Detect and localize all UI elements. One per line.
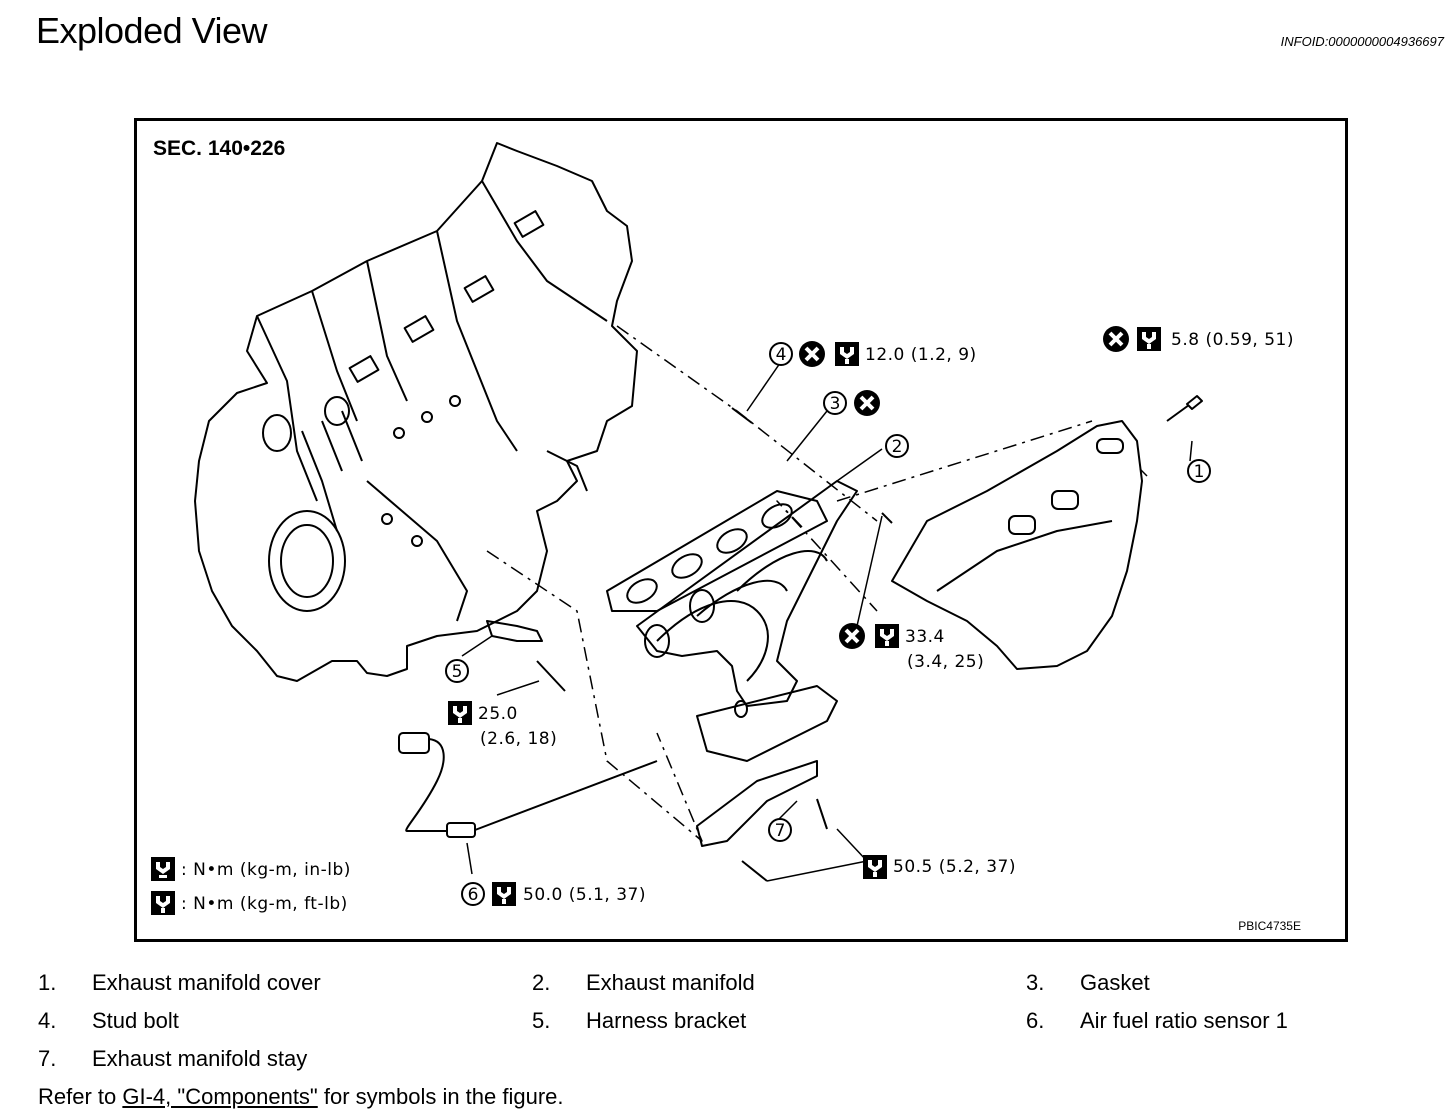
part-name: Exhaust manifold stay	[92, 1046, 308, 1071]
callout-3-text: 3	[830, 394, 841, 414]
callout-5-text: 5	[452, 662, 463, 682]
torque-icon	[492, 882, 516, 906]
torque-cover-bolt: 5.8 (0.59, 51)	[1171, 330, 1294, 350]
callout-7: 7	[768, 818, 792, 842]
figure-code: PBIC4735E	[1238, 919, 1301, 933]
refer-prefix: Refer to	[38, 1084, 123, 1109]
part-num: 5.	[532, 1008, 551, 1033]
callout-4-text: 4	[776, 345, 787, 365]
part-num: 4.	[38, 1008, 57, 1033]
torque-ft-lb-icon	[151, 891, 175, 915]
manifold-stay-drawing	[696, 760, 818, 847]
torque-harness-line2: (2.6, 18)	[480, 729, 558, 749]
gasket-drawing	[606, 490, 828, 612]
part-name: Stud bolt	[92, 1008, 179, 1033]
callout-3: 3	[823, 391, 847, 415]
part-num: 3.	[1026, 970, 1045, 995]
part-name: Exhaust manifold cover	[92, 970, 321, 995]
torque-nut-line1: 33.4	[905, 627, 945, 647]
page-title: Exploded View	[36, 10, 268, 51]
part-num: 2.	[532, 970, 551, 995]
no-reuse-icon	[854, 390, 880, 416]
exploded-diagram: 1 2 3 4 5 6 7	[151, 142, 1211, 915]
torque-harness-line1: 25.0	[478, 704, 518, 724]
part-num: 7.	[38, 1046, 57, 1071]
callout-5: 5	[445, 659, 469, 683]
info-id: INFOID:0000000004936697	[1280, 34, 1444, 49]
callout-2: 2	[885, 434, 909, 458]
callout-6: 6	[461, 882, 485, 906]
no-reuse-icon	[799, 341, 825, 367]
no-reuse-icons	[799, 326, 1129, 649]
part-num: 1.	[38, 970, 57, 995]
exploded-view-figure: 1 2 3 4 5 6 7 SEC. 140•226 5.8 (0.	[134, 118, 1348, 942]
callout-2-text: 2	[892, 437, 903, 457]
part-name: Exhaust manifold	[586, 970, 755, 995]
torque-sensor: 50.0 (5.1, 37)	[523, 885, 646, 905]
torque-icon	[448, 701, 472, 725]
callout-1-text: 1	[1194, 462, 1205, 482]
refer-note: Refer to GI-4, "Components" for symbols …	[38, 1084, 564, 1110]
torque-icon	[875, 624, 899, 648]
callout-4: 4	[769, 342, 793, 366]
torque-icons	[151, 327, 1161, 915]
no-reuse-icon	[839, 623, 865, 649]
torque-nut-line2: (3.4, 25)	[907, 652, 985, 672]
callout-6-text: 6	[468, 885, 479, 905]
no-reuse-icon	[1103, 326, 1129, 352]
engine-block-drawing	[194, 142, 638, 682]
torque-stay-bolt: 50.5 (5.2, 37)	[893, 857, 1016, 877]
part-name: Air fuel ratio sensor 1	[1080, 1008, 1288, 1033]
part-num: 6.	[1026, 1008, 1045, 1033]
torque-in-lb-icon	[151, 857, 175, 881]
components-link[interactable]: GI-4, "Components"	[122, 1084, 318, 1109]
legend-in-lb: : N•m (kg-m, in-lb)	[181, 860, 351, 880]
torque-icon	[863, 855, 887, 879]
callout-7-text: 7	[775, 821, 786, 841]
harness-bracket-drawing	[486, 620, 543, 642]
exhaust-manifold-drawing	[636, 480, 858, 707]
part-name: Gasket	[1080, 970, 1150, 995]
part-name: Harness bracket	[586, 1008, 747, 1033]
legend-ft-lb: : N•m (kg-m, ft-lb)	[181, 894, 348, 914]
air-fuel-sensor-drawing	[398, 732, 430, 754]
torque-icon	[1137, 327, 1161, 351]
torque-icon	[835, 342, 859, 366]
callout-1: 1	[1187, 459, 1211, 483]
section-label: SEC. 140•226	[153, 137, 286, 160]
refer-suffix: for symbols in the figure.	[317, 1084, 564, 1109]
manifold-cover-drawing	[891, 420, 1143, 670]
torque-stud-bolt: 12.0 (1.2, 9)	[865, 345, 977, 365]
